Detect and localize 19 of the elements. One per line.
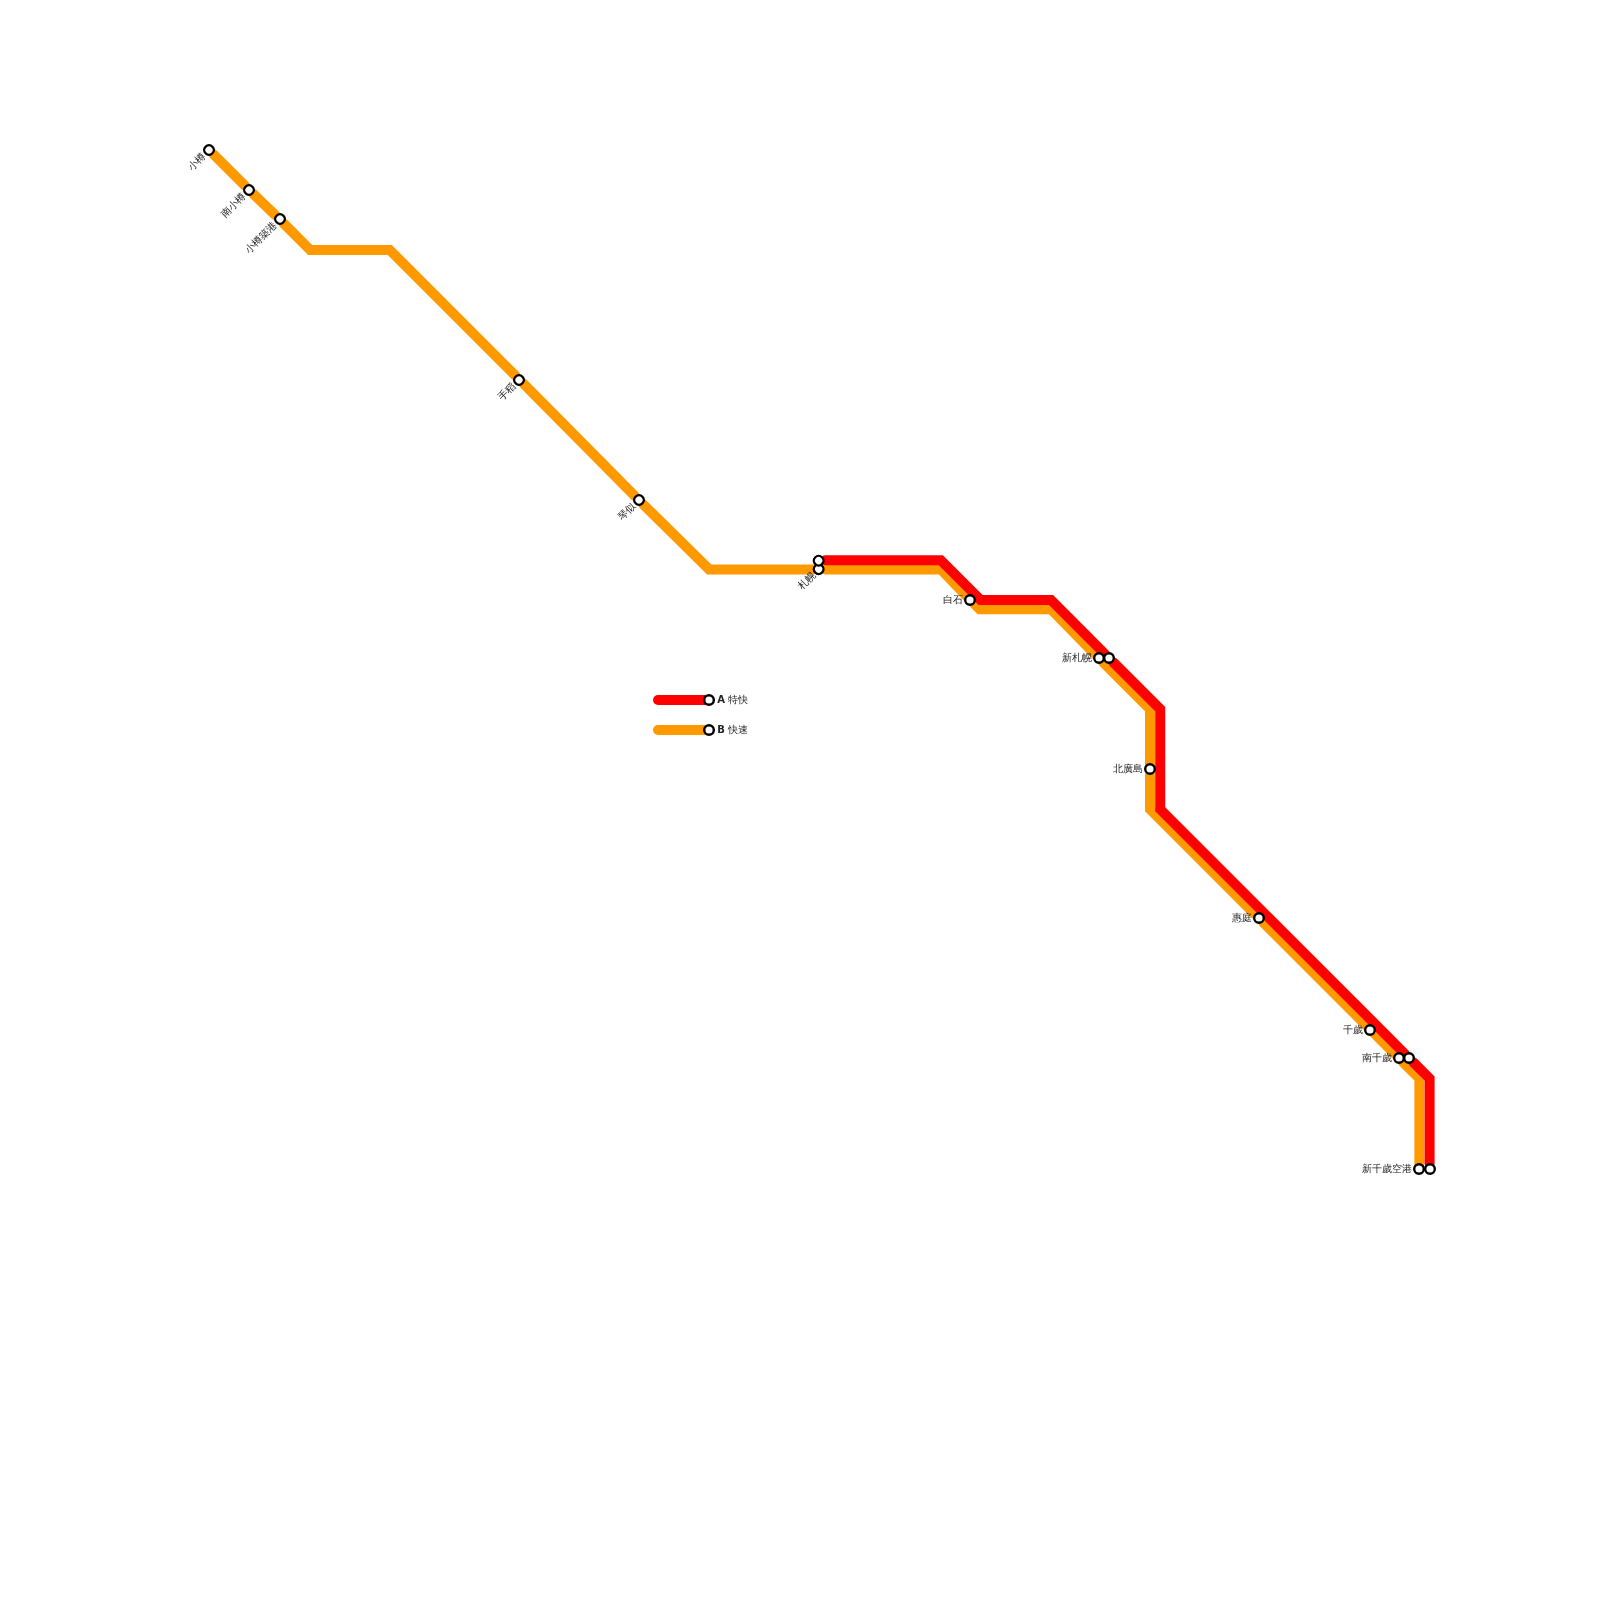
- rail-line: [248, 188, 281, 221]
- station-label: 札幌: [796, 570, 819, 593]
- station-label: 手稻: [496, 380, 519, 403]
- station-label: 惠庭: [1232, 912, 1253, 925]
- station-label: 小樽築港: [242, 220, 279, 257]
- station-label: 南千歲: [1361, 1052, 1392, 1065]
- rail-line: [518, 378, 640, 501]
- station-label: 北廣島: [1113, 763, 1143, 776]
- station-label: 白石: [943, 594, 964, 606]
- station-label: 南小樽: [218, 190, 249, 221]
- station-label: 小樽: [185, 150, 209, 174]
- station-label: 新札幌: [1061, 652, 1092, 665]
- legend-label: B 快速: [717, 723, 748, 736]
- station-label: 千歲: [1343, 1023, 1364, 1036]
- legend-label: A 特快: [717, 694, 749, 706]
- station-label: 琴似: [615, 500, 639, 524]
- rail-line: [208, 149, 250, 191]
- station-label: 新千歲空港: [1362, 1163, 1413, 1176]
- rail-line: [278, 218, 521, 381]
